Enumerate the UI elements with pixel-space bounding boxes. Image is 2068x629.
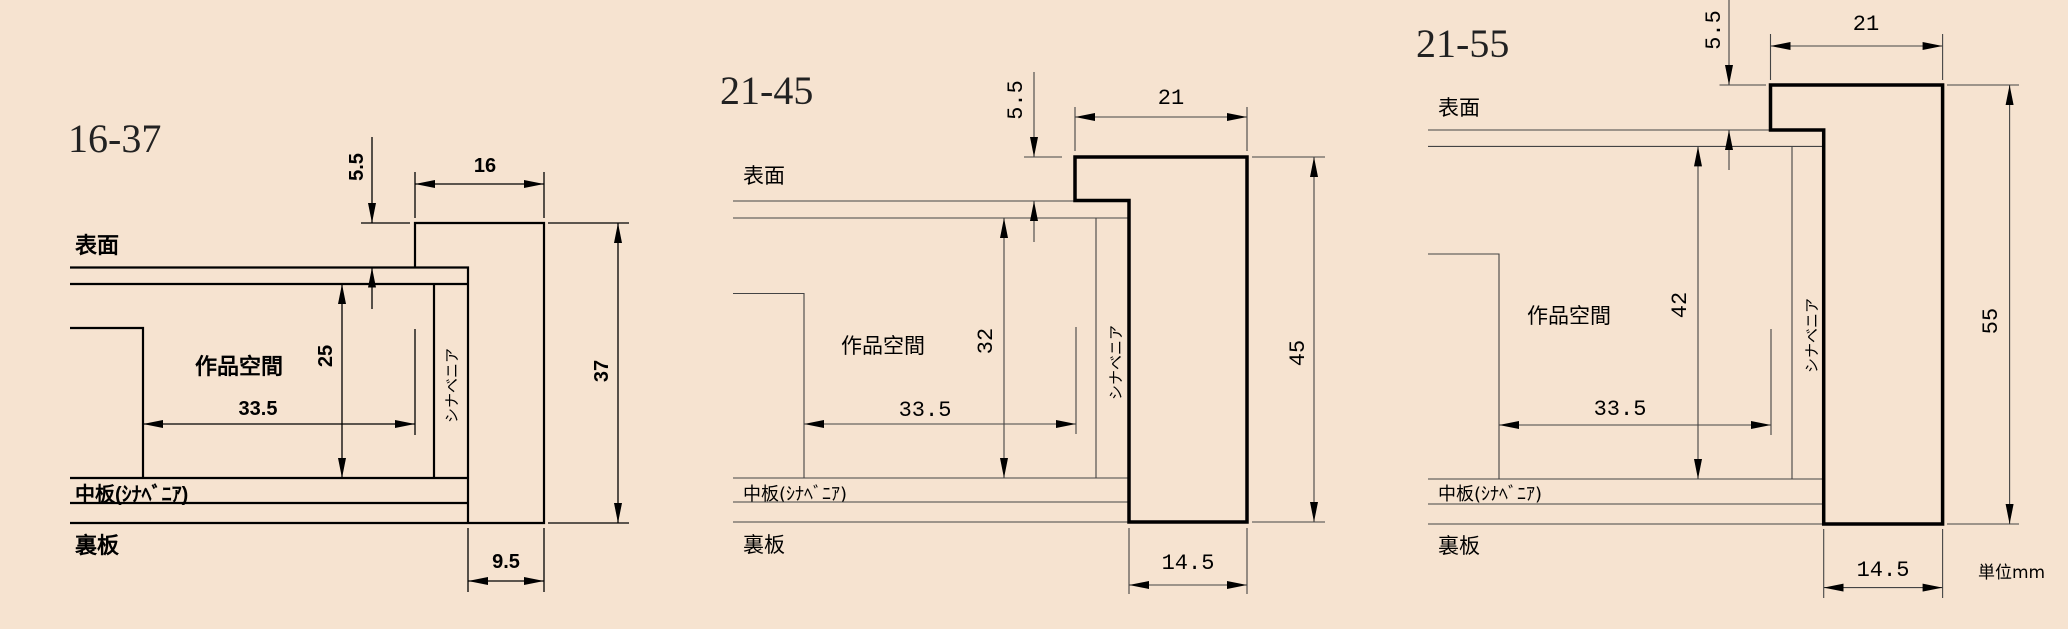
bottom-width-dimension: 14.5 (1857, 558, 1910, 583)
dimension-lines (1499, 0, 2019, 598)
height-dimension: 37 (591, 360, 613, 382)
surface-label: 表面 (75, 233, 119, 258)
frame-profile-shape (1073, 155, 1249, 524)
bottom-width-dimension: 9.5 (492, 551, 520, 573)
artwork-space-label: 作品空間 (195, 354, 283, 379)
dimension-lines (804, 72, 1325, 594)
profile-21-45: 21-45 表面 中板(ｼﾅﾍﾞﾆｱ) 裏板 作品空間 シナベニア (720, 68, 1325, 594)
middle-board-label: 中板(ｼﾅﾍﾞﾆｱ) (1438, 484, 1542, 505)
frame-outline (733, 155, 1249, 524)
frame-profile-shape (1768, 83, 1945, 526)
inner-height-dimension: 25 (315, 345, 337, 367)
profile-16-37: 16-37 表面 中板(ｼﾅﾍﾞﾆｱ) 裏板 作品空間 シナベニア (68, 116, 629, 592)
back-board-label: 裏板 (1438, 534, 1480, 558)
unit-label: 単位mm (1978, 563, 2045, 583)
space-width-dimension: 33.5 (239, 398, 278, 420)
veneer-label: シナベニア (443, 348, 461, 423)
inner-height-dimension: 32 (974, 328, 999, 354)
width-dimension: 21 (1853, 12, 1879, 37)
artwork-space-label: 作品空間 (1527, 304, 1611, 328)
dimension-lines (143, 137, 629, 592)
height-dimension: 45 (1286, 340, 1311, 366)
back-board-label: 裏板 (75, 533, 120, 558)
width-dimension: 16 (474, 155, 496, 177)
lip-dimension: 5.5 (1702, 10, 1727, 50)
profile-title: 21-45 (720, 68, 813, 113)
back-board-label: 裏板 (743, 533, 785, 557)
frame-outline (1428, 83, 1945, 526)
space-width-dimension: 33.5 (1594, 397, 1647, 422)
profile-title: 21-55 (1416, 21, 1509, 66)
inner-height-dimension: 42 (1668, 292, 1693, 318)
bottom-width-dimension: 14.5 (1162, 551, 1215, 576)
frame-outline (70, 221, 546, 525)
width-dimension: 21 (1158, 86, 1184, 111)
lip-dimension: 5.5 (346, 153, 368, 181)
space-width-dimension: 33.5 (899, 398, 952, 423)
profile-title: 16-37 (68, 116, 161, 161)
artwork-space-label: 作品空間 (841, 334, 925, 358)
middle-board-label: 中板(ｼﾅﾍﾞﾆｱ) (743, 484, 847, 505)
surface-label: 表面 (743, 164, 785, 188)
veneer-label: シナベニア (1107, 325, 1125, 400)
height-dimension: 55 (1979, 308, 2004, 334)
lip-dimension: 5.5 (1004, 80, 1029, 120)
surface-label: 表面 (1438, 96, 1480, 120)
profile-21-55: 21-55 表面 中板(ｼﾅﾍﾞﾆｱ) 裏板 作品空間 シナベニア (1416, 0, 2045, 598)
veneer-label: シナベニア (1803, 298, 1821, 373)
